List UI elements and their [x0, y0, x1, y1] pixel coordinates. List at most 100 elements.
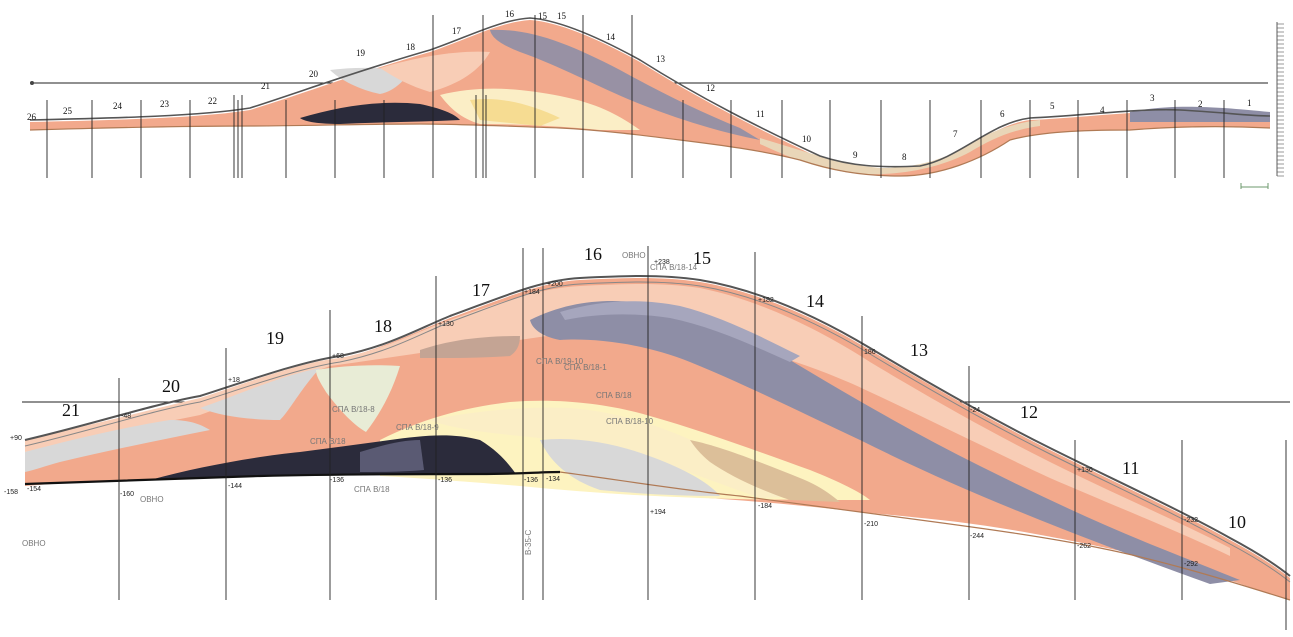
overview-section-number: 1 — [1247, 98, 1252, 108]
detail-section-number: 17 — [472, 280, 490, 300]
detail-elevation-labels: +90-48+18+68+130+184+200+238+182186-24+1… — [4, 259, 1198, 568]
detail-surface-line-inner — [24, 281, 1291, 583]
overview-ground-line — [29, 123, 1271, 177]
overview-section-number: 25 — [63, 106, 73, 116]
detail-layer-valley — [316, 365, 400, 432]
detail-annotation: СПА В/18-14 — [650, 263, 698, 272]
overview-layer-dark — [300, 102, 460, 124]
overview-section-number: 5 — [1050, 101, 1055, 111]
overview-section-number: 7 — [953, 129, 958, 139]
detail-annotation: СПА В/18-8 — [332, 405, 375, 414]
overview-surface-line — [29, 17, 1271, 168]
detail-annotation: B-35-C — [524, 529, 533, 555]
detail-left-note: ОВНО — [22, 539, 46, 548]
detail-elevation-label: -136 — [438, 477, 452, 484]
detail-elevation-label: -154 — [27, 486, 41, 493]
detail-elevation-label: +68 — [332, 353, 344, 360]
detail-section-number: 11 — [1122, 458, 1139, 478]
overview-section-number: 8 — [902, 152, 907, 162]
detail-annotation: СПА В/19-10 — [536, 357, 584, 366]
detail-annotation: СПА В/18 — [310, 437, 346, 446]
detail-elevation-label: -144 — [228, 483, 242, 490]
overview-section-number: 11 — [756, 109, 765, 119]
overview-scale-bar — [1240, 183, 1269, 189]
overview-layer-gray — [490, 29, 760, 140]
detail-layer-left-gray — [25, 420, 210, 472]
detail-section-number: 21 — [62, 400, 80, 420]
detail-section-number: 15 — [693, 248, 711, 268]
overview-section-number: 24 — [113, 101, 123, 111]
detail-section-number: 10 — [1228, 512, 1246, 532]
overview-section-number: 3 — [1150, 93, 1155, 103]
overview-section-number: 6 — [1000, 109, 1005, 119]
detail-annotation: ОВНО — [622, 251, 646, 260]
detail-ground-line — [559, 471, 1291, 601]
overview-section-number: 19 — [356, 48, 366, 58]
overview-top-note: 15 — [538, 11, 548, 21]
detail-elevation-label: -292 — [1184, 561, 1198, 568]
detail-elevation-label: +200 — [547, 281, 563, 288]
overview-section-lines — [46, 15, 1225, 178]
overview-layer-lightsalmon — [380, 51, 490, 92]
detail-annotation: СПА В/18-9 — [396, 423, 439, 432]
overview-section-number: 18 — [406, 42, 416, 52]
overview-section-number: 17 — [452, 26, 462, 36]
detail-elevation-label: -136 — [524, 477, 538, 484]
detail-elevation-label: -184 — [758, 503, 772, 510]
detail-annotation: СПА В/18 — [354, 485, 390, 494]
detail-elevation-label: +184 — [524, 289, 540, 296]
detail-layer-cream — [430, 407, 810, 498]
overview-section-number: 4 — [1100, 105, 1105, 115]
overview-section-number: 12 — [706, 83, 715, 93]
detail-elevation-label: +238 — [654, 259, 670, 266]
detail-elevation-label: -48 — [121, 413, 131, 420]
detail-elevation-label: +18 — [228, 377, 240, 384]
detail-layer-dotted — [420, 336, 520, 358]
detail-elevation-label: -24 — [970, 407, 980, 414]
detail-annotation: СПА В/18-1 — [564, 363, 607, 372]
detail-annotation: СПА В/18-10 — [606, 417, 654, 426]
detail-elevation-label: -134 — [546, 476, 560, 483]
overview-section-number: 10 — [802, 134, 812, 144]
detail-elevation-label: -210 — [864, 521, 878, 528]
detail-layer-gray-band2 — [560, 301, 800, 362]
detail-section-number: 18 — [374, 316, 392, 336]
detail-layer-tan — [690, 440, 840, 502]
overview-section-number: 14 — [606, 32, 616, 42]
detail-section-number: 12 — [1020, 402, 1038, 422]
detail-section-number: 19 — [266, 328, 284, 348]
overview-vertical-scale — [1276, 22, 1284, 177]
detail-section-number: 13 — [910, 340, 928, 360]
detail-section-number: 14 — [806, 291, 824, 311]
detail-elevation-label: -262 — [1077, 543, 1091, 550]
overview-section-number: 20 — [309, 69, 319, 79]
detail-section-lines — [118, 246, 1287, 630]
detail-elevation-label: +182 — [758, 297, 774, 304]
overview-layer-pale — [470, 98, 560, 126]
detail-elevation-label: +130 — [438, 321, 454, 328]
detail-surface-line — [24, 275, 1291, 577]
detail-layer-light-gray — [540, 438, 720, 496]
overview-section-number: 16 — [505, 9, 515, 19]
overview-section-number: 21 — [261, 81, 270, 91]
detail-elevation-label: -136 — [330, 477, 344, 484]
overview-section-number: 2 — [1198, 99, 1203, 109]
detail-annotation: СПА В/18 — [596, 391, 632, 400]
detail-annotation: ОВНО — [140, 495, 164, 504]
detail-elevation-label: -158 — [4, 489, 18, 496]
detail-elevation-label: -160 — [120, 491, 134, 498]
overview-section-number: 9 — [853, 150, 858, 160]
detail-elevation-label: 186 — [864, 349, 876, 356]
detail-elevation-label: -244 — [970, 533, 984, 540]
datum-marker — [30, 81, 34, 85]
detail-layer-dark-hatch-mid — [360, 440, 424, 472]
detail-elevation-label: -232 — [1184, 517, 1198, 524]
detail-elevation-label: +90 — [10, 435, 22, 442]
overview-section-number: 13 — [656, 54, 666, 64]
